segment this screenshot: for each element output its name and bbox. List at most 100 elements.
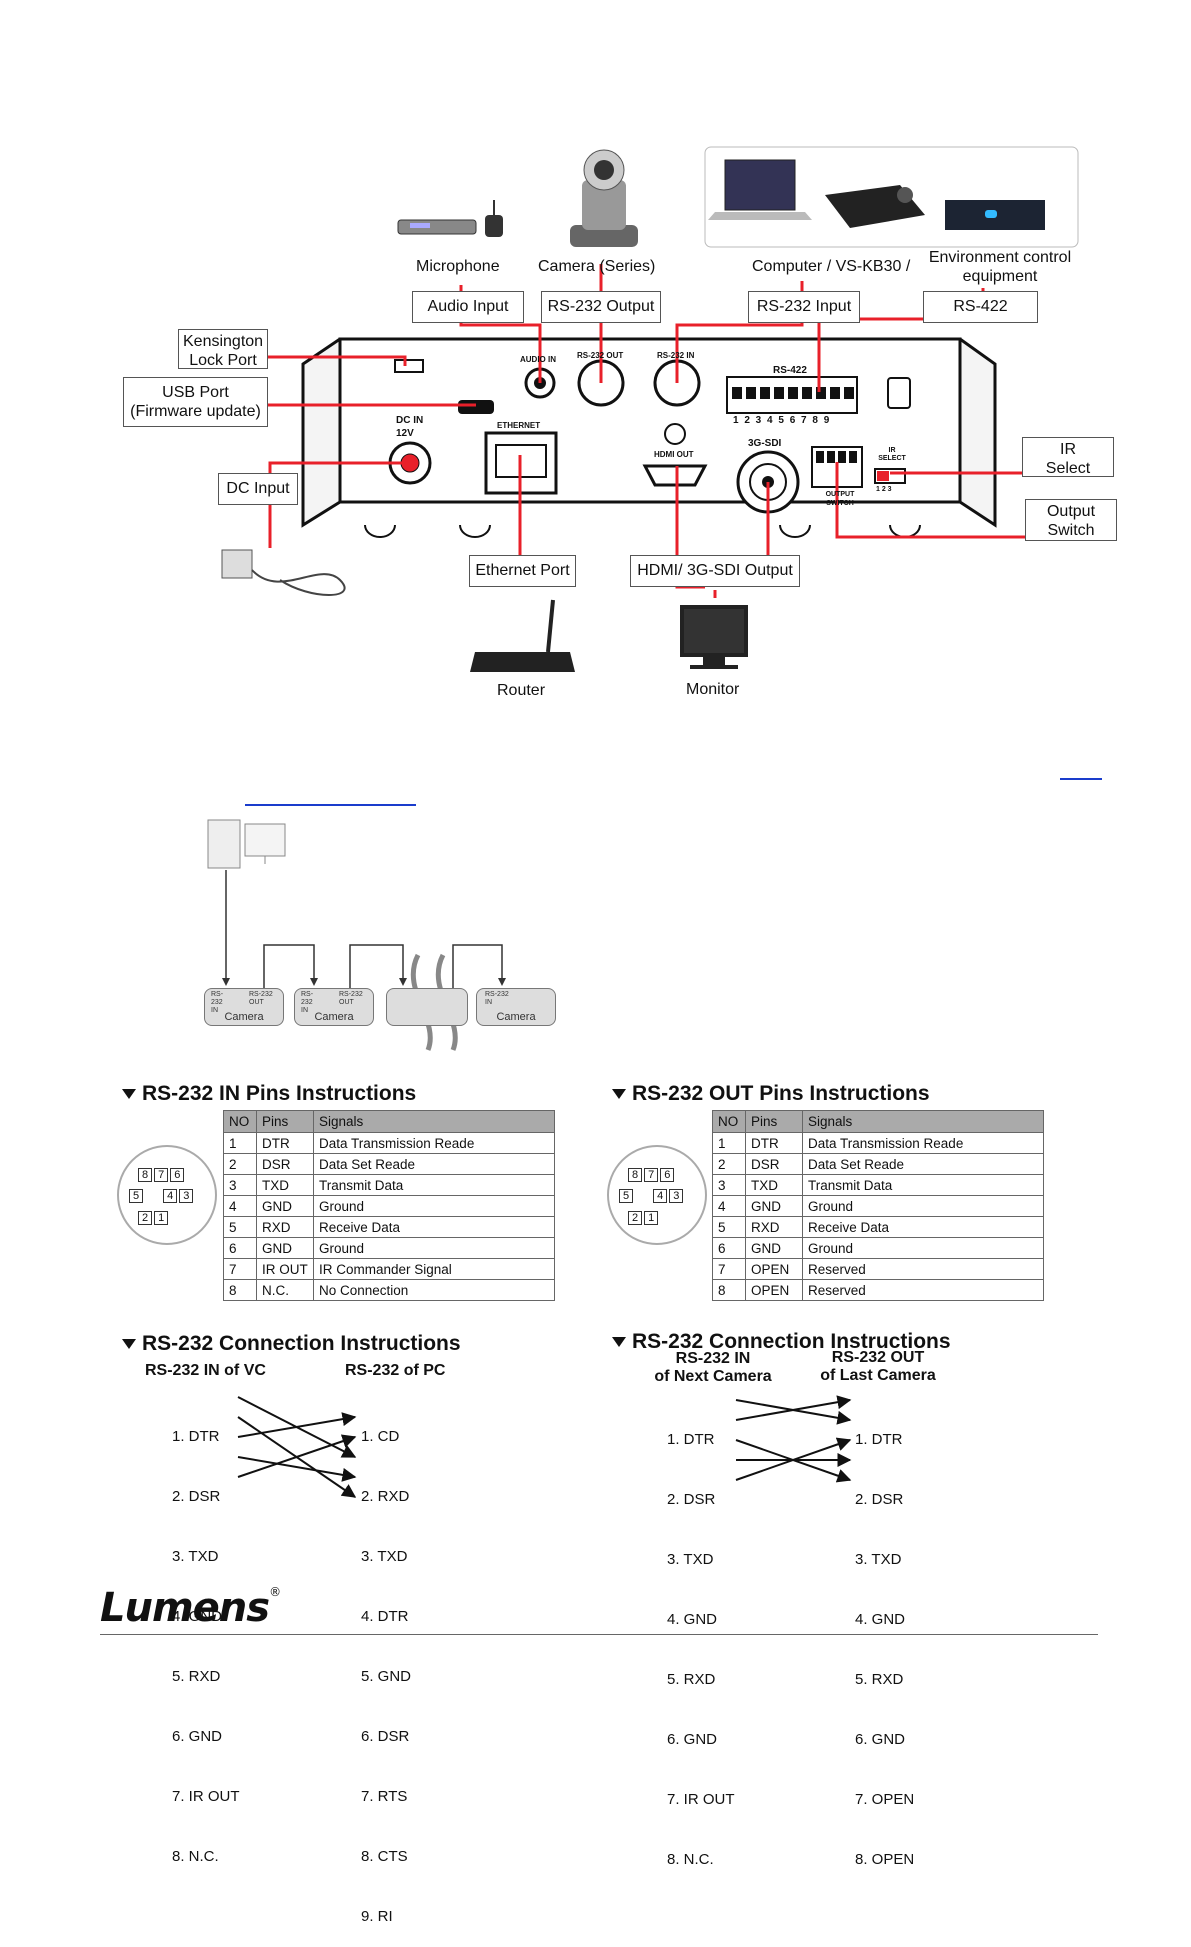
cell-signal: Data Transmission Reade — [313, 1132, 555, 1154]
rs232-out-title: RS-232 OUT Pins Instructions — [612, 1082, 930, 1106]
cell-no: 7 — [712, 1258, 746, 1280]
table-header-row: NO Pins Signals — [712, 1110, 1044, 1133]
daisy-camera-1-name: Camera — [224, 1011, 264, 1023]
cell-no: 5 — [223, 1216, 257, 1238]
kensington-label-line1: Kensington — [183, 333, 264, 350]
ir-select-label-line1: IR — [1060, 441, 1076, 458]
conn-right-title: RS-232 Connection Instructions — [612, 1330, 951, 1354]
list-item: 1. CD — [361, 1428, 400, 1445]
cell-signal: Receive Data — [313, 1216, 555, 1238]
daisy-camera-2-in: RS-232 IN — [301, 991, 314, 1014]
output-switch-label-line2: Switch — [1047, 522, 1095, 539]
table-header-row: NO Pins Signals — [223, 1110, 555, 1133]
list-item: 6. DSR — [361, 1728, 410, 1745]
list-item: 3. TXD — [361, 1548, 408, 1565]
daisy-camera-blank — [386, 988, 468, 1026]
cell-no: 8 — [712, 1279, 746, 1301]
cell-no: 7 — [223, 1258, 257, 1280]
cell-pin: DTR — [745, 1132, 803, 1154]
daisy-chain-diagram — [207, 819, 506, 1051]
cell-signal: IR Commander Signal — [313, 1258, 555, 1280]
list-item: 8. OPEN — [855, 1851, 915, 1868]
cell-no: 1 — [223, 1132, 257, 1154]
daisy-camera-last-name: Camera — [496, 1011, 536, 1023]
rs422-label: RS-422 — [923, 291, 1038, 323]
col-pins: Pins — [745, 1110, 803, 1133]
daisy-camera-2: RS-232 IN RS-232 OUT Camera — [294, 988, 374, 1026]
conn-left-list-a: 1. DTR 2. DSR 3. TXD 4. GND 5. RXD 6. GN… — [172, 1387, 240, 1887]
pin-1: 1 — [644, 1211, 659, 1225]
cell-no: 3 — [223, 1174, 257, 1196]
ethernet-port-label: Ethernet Port — [469, 555, 576, 587]
pin-4: 4 — [653, 1189, 668, 1203]
pin-7: 7 — [644, 1168, 659, 1182]
panel-ir-nums: 1 2 3 — [876, 486, 892, 493]
cell-signal: Reserved — [802, 1258, 1044, 1280]
cell-signal: No Connection — [313, 1279, 555, 1301]
conn-left-head-a: RS-232 IN of VC — [145, 1362, 266, 1379]
conn-right-head-b-line1: RS-232 OUT — [831, 1349, 925, 1366]
pin-7: 7 — [154, 1168, 169, 1182]
daisy-camera-1-out: RS-232 OUT — [249, 991, 273, 1006]
list-item: 6. GND — [667, 1731, 718, 1748]
link-underline — [245, 804, 416, 806]
pin-6: 6 — [660, 1168, 675, 1182]
panel-dc-v: 12V — [396, 428, 414, 439]
microphone-label: Microphone — [416, 258, 500, 275]
expand-triangle-icon — [612, 1089, 626, 1100]
camera-rear-panel — [301, 337, 997, 538]
microphone-image — [397, 200, 503, 237]
cell-no: 6 — [223, 1237, 257, 1259]
pin-6: 6 — [170, 1168, 185, 1182]
pin-3: 3 — [179, 1189, 194, 1203]
list-item: 7. IR OUT — [172, 1788, 240, 1805]
power-adapter-image — [221, 549, 346, 596]
col-no: NO — [712, 1110, 746, 1133]
cell-pin: DSR — [256, 1153, 314, 1175]
list-item: 7. OPEN — [855, 1791, 915, 1808]
cell-no: 3 — [712, 1174, 746, 1196]
list-item: 5. RXD — [855, 1671, 904, 1688]
pin-5: 5 — [129, 1189, 144, 1203]
cell-signal: Ground — [313, 1195, 555, 1217]
cell-pin: OPEN — [745, 1258, 803, 1280]
cell-pin: RXD — [745, 1216, 803, 1238]
list-item: 2. RXD — [361, 1488, 410, 1505]
conn-right-title-text: RS-232 Connection Instructions — [632, 1330, 951, 1353]
brand-name: Lumens — [100, 1585, 270, 1631]
kensington-label-line2: Lock Port — [189, 352, 257, 369]
pin-8: 8 — [138, 1168, 153, 1182]
cell-pin: DTR — [256, 1132, 314, 1154]
cell-pin: GND — [745, 1237, 803, 1259]
pin-3: 3 — [669, 1189, 684, 1203]
pin-2: 2 — [628, 1211, 643, 1225]
list-item: 3. TXD — [855, 1551, 902, 1568]
cell-no: 4 — [712, 1195, 746, 1217]
conn-right-head-a-line1: RS-232 IN — [675, 1350, 751, 1367]
conn-right-head-a-line2: of Next Camera — [654, 1368, 772, 1385]
footer-divider — [100, 1634, 1098, 1635]
cell-pin: RXD — [256, 1216, 314, 1238]
list-item: 5. RXD — [172, 1668, 221, 1685]
cell-signal: Receive Data — [802, 1216, 1044, 1238]
conn-right-head-b-line2: of Last Camera — [820, 1367, 936, 1384]
conn-left-title: RS-232 Connection Instructions — [122, 1332, 461, 1356]
conn-right-list-a: 1. DTR 2. DSR 3. TXD 4. GND 5. RXD 6. GN… — [667, 1390, 735, 1890]
list-item: 4. GND — [172, 1608, 223, 1625]
usb-port-label-line2: (Firmware update) — [130, 403, 261, 420]
cell-pin: TXD — [256, 1174, 314, 1196]
camera-label: Camera (Series) — [538, 258, 656, 275]
list-item: 7. RTS — [361, 1788, 408, 1805]
col-no: NO — [223, 1110, 257, 1133]
cell-no: 1 — [712, 1132, 746, 1154]
